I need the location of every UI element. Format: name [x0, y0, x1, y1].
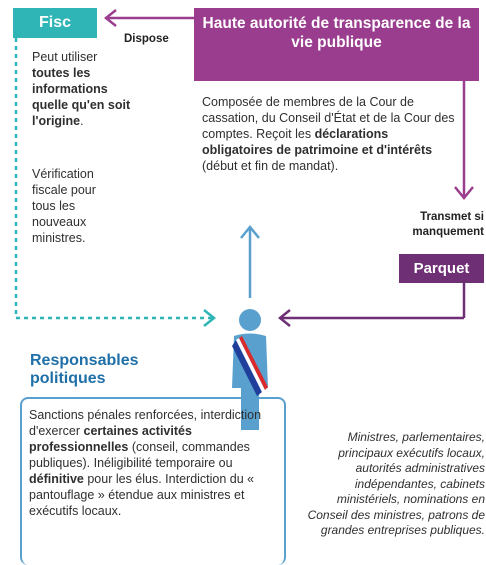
- politician-figure: [232, 309, 268, 430]
- parquet-box: [399, 254, 484, 283]
- fisc-text-1: Peut utiliser: [32, 50, 98, 64]
- declaration-arrow: [240, 225, 260, 298]
- parquet-title: Parquet: [413, 260, 470, 277]
- sanctions-bold-2: définitive: [29, 472, 84, 486]
- concerned-persons-text: Ministres, parlementaires, principaux ex…: [307, 430, 485, 537]
- fisc-box: [13, 8, 97, 38]
- sanctions-text: Sanctions pénales renforcées, interdicti…: [29, 407, 285, 519]
- hatvp-desc-bold: déclarations obligatoires de patrimoine …: [202, 127, 433, 157]
- sanctions-bold-1: certaines activités professionnelles: [29, 424, 192, 454]
- transmet-arrow: [454, 81, 474, 200]
- sanctions-5: pour les élus. Interdiction du « pantouf…: [29, 472, 255, 518]
- hatvp-box: [194, 8, 479, 81]
- fisc-text-period: .: [80, 114, 84, 128]
- dispose-arrow: [103, 9, 194, 27]
- sanctions-3: (conseil, commandes publiques). Inéligib…: [29, 440, 250, 470]
- dispose-label: Dispose: [124, 33, 169, 45]
- fisc-dotted-arrow: [14, 38, 212, 320]
- fisc-arrowhead: [203, 309, 217, 327]
- fisc-description: Peut utiliser toutes les informations que…: [32, 49, 142, 129]
- fisc-text-bold: toutes les informations quelle qu'en soi…: [32, 66, 131, 128]
- hatvp-desc-3: (début et fin de mandat).: [202, 159, 339, 173]
- fisc-title: Fisc: [38, 14, 71, 31]
- hatvp-desc-1: Composée de membres de la Cour de cassat…: [202, 95, 455, 141]
- fisc-verification-text: Vérification fiscale pour tous les nouve…: [32, 167, 96, 245]
- hatvp-title: Haute autorité de transparence de la vie…: [202, 15, 471, 51]
- responsables-title: Responsables politiques: [30, 352, 139, 387]
- transmet-label: Transmet si manquement: [412, 211, 484, 238]
- parquet-arrow: [277, 283, 466, 327]
- sanctions-1: Sanctions pénales renforcées, interdicti…: [29, 408, 262, 438]
- hatvp-description: Composée de membres de la Cour de cassat…: [202, 94, 462, 174]
- sanctions-box: [20, 397, 286, 565]
